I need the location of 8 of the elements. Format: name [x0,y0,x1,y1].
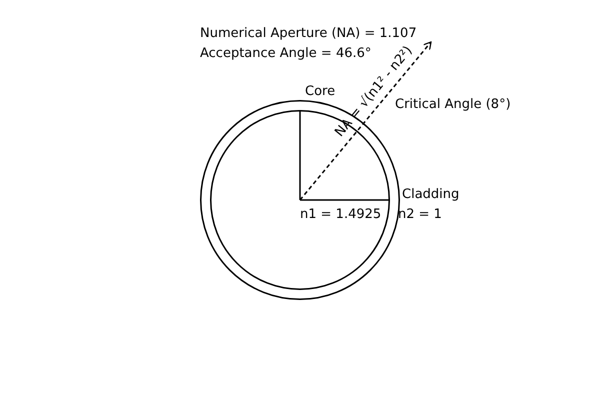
refractive-index-label: n1 = 1.4925 [300,207,382,223]
numerical-aperture-text: Numerical Aperture (NA) = 1.107 [200,26,417,42]
refractive-index-label: n2 = 1 [398,207,442,223]
acceptance-angle-text: Acceptance Angle = 46.6° [200,46,372,62]
critical-angle-label: Critical Angle (8°) [395,97,511,113]
core-circle [210,110,390,290]
core-label: Core [305,84,336,100]
cladding-label: Cladding [402,187,460,203]
